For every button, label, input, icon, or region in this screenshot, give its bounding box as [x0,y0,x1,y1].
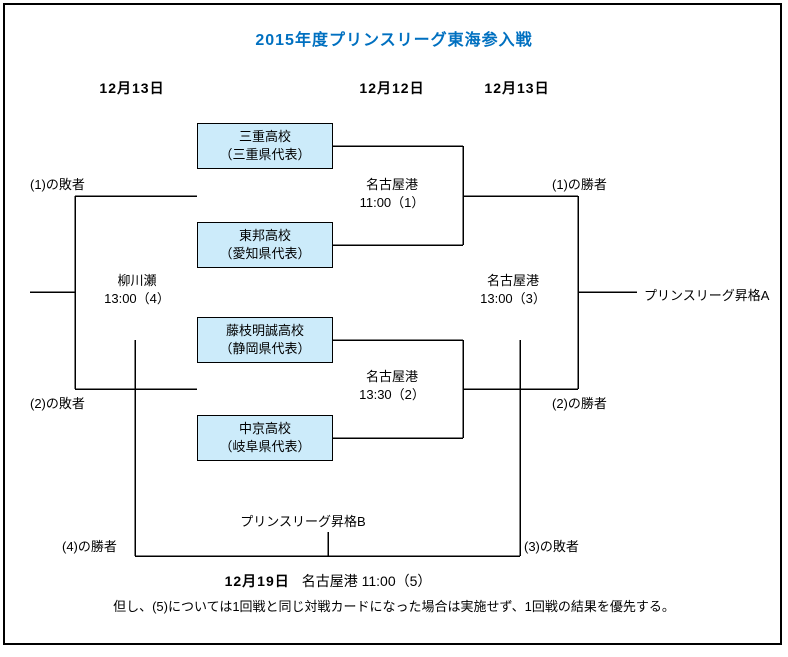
match1-time: 11:00（1） [359,195,425,210]
label-promotion-a: プリンスリーグ昇格A [644,288,770,303]
label-winner-of-2: (2)の勝者 [552,396,607,411]
team-prefecture: （岐阜県代表） [219,439,311,454]
match4-time: 13:00（4） [104,291,170,306]
match1-label: 名古屋港 11:00（1） [360,176,425,212]
match1-venue: 名古屋港 [365,177,418,192]
team-name: 三重高校 [238,129,291,144]
date-header-left: 12月13日 [99,80,165,96]
match4-venue: 柳川瀬 [117,273,157,288]
match2-time: 13:30（2） [359,387,425,402]
team-box-chukyo: 中京高校 （岐阜県代表） [197,415,333,461]
team-name: 藤枝明誠高校 [225,323,304,338]
team-prefecture: （静岡県代表） [219,341,311,356]
page-title: 2015年度プリンスリーグ東海参入戦 [255,32,533,49]
team-prefecture: （愛知県代表） [219,246,311,261]
label-winner-of-1: (1)の勝者 [552,177,607,192]
team-box-fujieda-meisei: 藤枝明誠高校 （静岡県代表） [197,317,333,363]
label-loser-of-1: (1)の敗者 [30,177,85,192]
match4-label: 柳川瀬 13:00（4） [104,272,170,308]
team-box-toho: 東邦高校 （愛知県代表） [197,222,333,268]
match3-venue: 名古屋港 [486,273,540,288]
label-promotion-b: プリンスリーグ昇格B [240,514,366,529]
match5-date: 12月19日 [224,573,290,589]
label-winner-of-4: (4)の勝者 [62,539,117,554]
team-name: 東邦高校 [238,228,291,243]
match3-time: 13:00（3） [480,291,546,306]
match2-venue: 名古屋港 [365,369,419,384]
match5-label: 12月19日名古屋港 11:00（5） [225,571,432,591]
date-header-center: 12月12日 [359,80,425,96]
match2-label: 名古屋港 13:30（2） [359,368,425,404]
team-box-mie: 三重高校 （三重県代表） [197,123,333,169]
team-prefecture: （三重県代表） [219,147,311,162]
match5-venue-time: 名古屋港 11:00（5） [301,573,432,589]
date-header-right: 12月13日 [484,80,550,96]
footnote: 但し、(5)については1回戦と同じ対戦カードになった場合は実施せず、1回戦の結果… [113,599,675,614]
team-name: 中京高校 [238,421,291,436]
label-loser-of-3: (3)の敗者 [524,539,579,554]
match3-label: 名古屋港 13:00（3） [480,272,546,308]
outer-border [3,3,782,645]
label-loser-of-2: (2)の敗者 [30,396,85,411]
